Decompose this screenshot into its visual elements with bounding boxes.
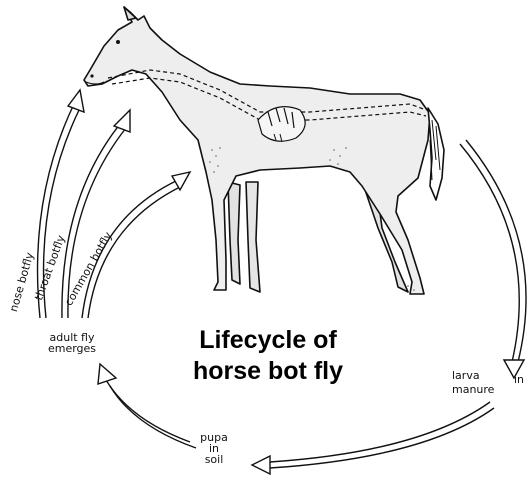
larva-label-line-2: in xyxy=(514,374,524,385)
adult-arrow xyxy=(106,380,190,442)
diagram-title: Lifecycle of horse bot fly xyxy=(150,325,386,387)
horse-illustration xyxy=(84,7,444,294)
title-line-1: Lifecycle of xyxy=(150,325,386,356)
adult-fly-line-2: emerges xyxy=(22,343,122,354)
larva-label-line-1: larva xyxy=(452,370,480,381)
title-line-2: horse bot fly xyxy=(150,356,386,387)
larva-label-line-3: manure xyxy=(452,384,494,395)
larva-arrow xyxy=(460,144,519,362)
pupa-line-3: soil xyxy=(184,454,244,465)
pupa-label: pupa in soil xyxy=(184,432,244,465)
adult-fly-label: adult fly emerges xyxy=(22,332,122,354)
